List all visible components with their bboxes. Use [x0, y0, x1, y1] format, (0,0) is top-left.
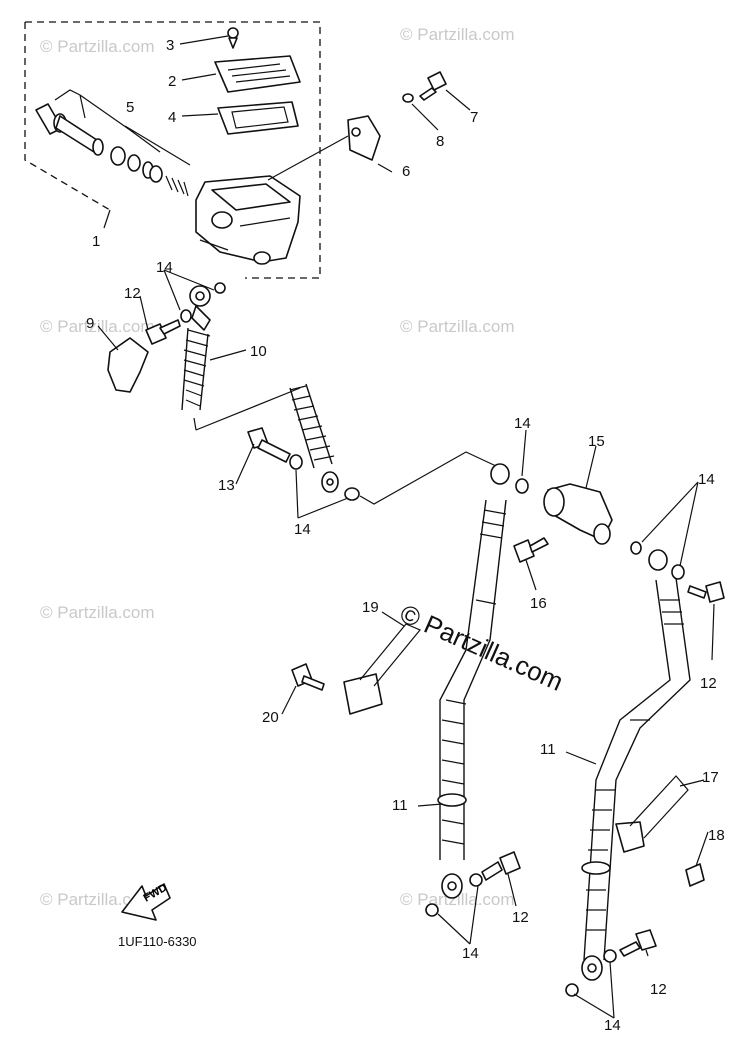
callout-12-top: 12	[124, 285, 141, 302]
callout-8: 8	[436, 133, 444, 150]
break-bracket	[193, 387, 301, 431]
bolt-13[interactable]	[247, 427, 291, 463]
callout-14-left-bottom: 14	[462, 945, 479, 962]
callout-7: 7	[470, 109, 478, 126]
watermark: © Partzilla.com	[400, 25, 515, 44]
brake-hose-11-left[interactable]	[437, 463, 529, 899]
piston-kit-5[interactable]	[35, 89, 191, 197]
callout-14-right: 14	[698, 471, 715, 488]
assembly-frame	[24, 21, 321, 279]
bolt-12[interactable]	[145, 319, 181, 345]
callout-14-upper-right: 14	[514, 415, 531, 432]
callout-18: 18	[708, 827, 725, 844]
callout-12-left-bottom: 12	[512, 909, 529, 926]
bolt-12-right-bottom[interactable]	[619, 929, 657, 957]
callout-17: 17	[702, 769, 719, 786]
screw-3[interactable]	[227, 27, 239, 49]
bolt-16[interactable]	[513, 537, 549, 563]
boot-9[interactable]	[107, 337, 149, 393]
diagram-code: 1UF110-6330	[118, 934, 197, 949]
master-cylinder-body[interactable]	[195, 175, 301, 265]
callout-10: 10	[250, 343, 267, 360]
callout-1: 1	[92, 233, 100, 250]
bolt-18[interactable]	[685, 863, 705, 887]
joint-15[interactable]	[543, 483, 613, 545]
callouts: 3 2 4 5 1 6 7 8 9 10 11 11 12 12 12 12 1…	[86, 37, 725, 1034]
connection-line	[359, 451, 497, 505]
callout-14-top: 14	[156, 259, 173, 276]
bolt-7[interactable]	[419, 71, 447, 101]
reservoir-cap-2[interactable]	[214, 55, 301, 93]
callout-9: 9	[86, 315, 94, 332]
callout-15: 15	[588, 433, 605, 450]
brake-hose-11-right[interactable]	[581, 549, 691, 981]
brake-hose-10[interactable]	[181, 285, 211, 411]
brake-hose-lower[interactable]	[289, 383, 339, 493]
watermark: © Partzilla.com	[40, 890, 155, 909]
clamp-19[interactable]	[343, 623, 421, 715]
leader-lines	[97, 35, 715, 1019]
watermark: © Partzilla.com	[40, 603, 155, 622]
callout-4: 4	[168, 109, 176, 126]
diaphragm-4[interactable]	[217, 101, 299, 135]
callout-14-right-bottom: 14	[604, 1017, 621, 1034]
callout-19: 19	[362, 599, 379, 616]
watermark: © Partzilla.com	[40, 317, 155, 336]
watermark: © Partzilla.com	[40, 37, 155, 56]
watermark: © Partzilla.com	[400, 317, 515, 336]
callout-3: 3	[166, 37, 174, 54]
callout-11-left: 11	[392, 797, 408, 814]
callout-20: 20	[262, 709, 279, 726]
bolt-12-right-top[interactable]	[687, 581, 725, 603]
callout-5: 5	[126, 99, 134, 116]
clamp-17[interactable]	[615, 775, 689, 853]
bolt-12-left[interactable]	[481, 851, 521, 881]
cover-6[interactable]	[347, 115, 381, 161]
callout-6: 6	[402, 163, 410, 180]
callout-13: 13	[218, 477, 235, 494]
washers-14b[interactable]	[289, 454, 360, 501]
callout-2: 2	[168, 73, 176, 90]
washer-8[interactable]	[402, 93, 414, 103]
washers-14-left[interactable]	[425, 873, 483, 917]
bolt-20[interactable]	[291, 663, 325, 691]
watermark-center: © Partzilla.com	[396, 598, 568, 697]
callout-12-right-bottom: 12	[650, 981, 667, 998]
washers-14[interactable]	[180, 282, 226, 323]
callout-12-right: 12	[700, 675, 717, 692]
washers-14-right[interactable]	[565, 541, 685, 997]
callout-14-mid: 14	[294, 521, 311, 538]
callout-16: 16	[530, 595, 547, 612]
callout-11-right: 11	[540, 741, 556, 758]
